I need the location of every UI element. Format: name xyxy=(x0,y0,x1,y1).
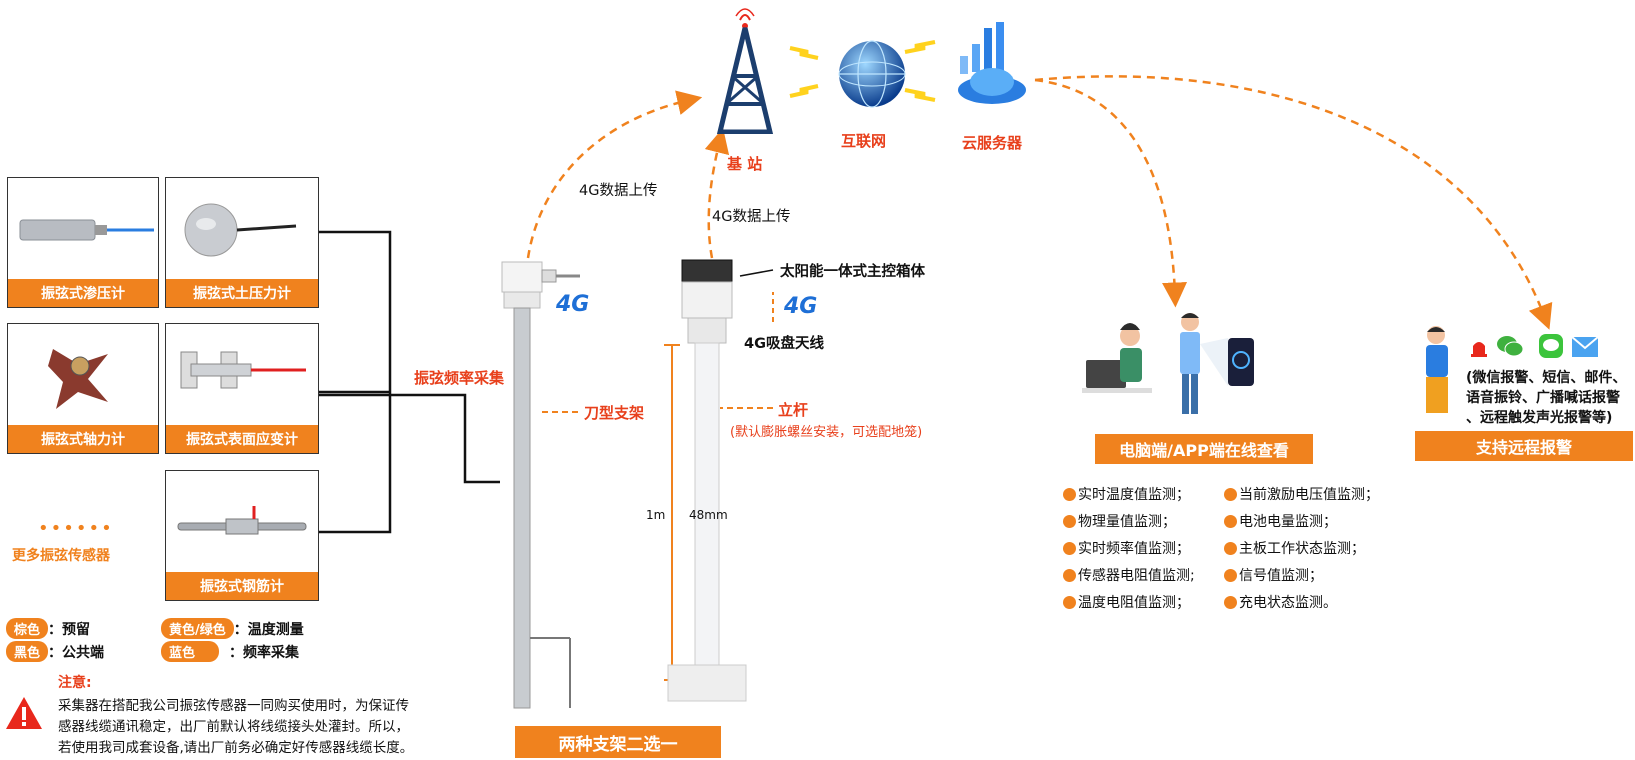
base-station-label: 基 站 xyxy=(727,155,763,173)
sensor-label: 振弦式表面应变计 xyxy=(166,425,318,453)
diameter-dimension: 48mm xyxy=(689,508,728,522)
sensor-label: 振弦式钢筋计 xyxy=(166,572,318,600)
bullet-icon xyxy=(1063,596,1076,609)
more-sensors-label: 更多振弦传感器 xyxy=(12,548,110,564)
strain-gauge-image xyxy=(166,324,318,425)
globe-icon xyxy=(838,40,906,108)
alarm-desc-line: 语音振铃、广播喊话报警 xyxy=(1466,390,1620,406)
bullet-icon xyxy=(1224,596,1237,609)
upload-label-left: 4G数据上传 xyxy=(579,183,658,199)
monitoring-item: 传感器电阻值监测; xyxy=(1063,565,1195,585)
email-icon xyxy=(1571,336,1599,357)
pole-device xyxy=(667,259,747,702)
earth-pressure-image xyxy=(166,178,318,279)
antenna-label: 4G吸盘天线 xyxy=(744,336,824,352)
person-phone-illustration xyxy=(1426,326,1448,413)
solar-box-label: 太阳能一体式主控箱体 xyxy=(780,264,925,280)
warning-icon xyxy=(6,697,42,729)
legend-item-blue: 蓝色：频率采集 xyxy=(161,641,299,662)
pole-label: 立杆 xyxy=(778,401,809,419)
base-station-tower-icon xyxy=(716,8,774,134)
vibration-collect-label: 振弦频率采集 xyxy=(414,369,505,387)
monitoring-item: 信号值监测； xyxy=(1224,565,1323,585)
sensor-label: 振弦式土压力计 xyxy=(166,279,318,307)
monitoring-item: 主板工作状态监测； xyxy=(1224,538,1365,558)
blade-bracket-label: 刀型支架 xyxy=(584,404,645,422)
sensor-card-strain-gauge: 振弦式表面应变计 xyxy=(165,323,319,454)
sensor-label: 振弦式轴力计 xyxy=(8,425,158,453)
remote-alarm-banner: 支持远程报警 xyxy=(1415,431,1633,461)
legend-item-black: 黑色：公共端 xyxy=(6,641,104,662)
notice-line: 若使用我司成套设备,请出厂前务必确定好传感器线缆长度。 xyxy=(58,740,414,756)
cloud-server-icon xyxy=(958,22,1026,104)
upload-label-right: 4G数据上传 xyxy=(712,209,791,225)
4g-logo: 4G xyxy=(556,292,590,317)
4g-logo: 4G xyxy=(784,294,818,319)
pole-note: (默认膨胀螺丝安装，可选配地笼) xyxy=(730,425,923,440)
wechat-icon xyxy=(1497,336,1524,357)
alarm-desc-line: (微信报警、短信、邮件、 xyxy=(1466,370,1627,386)
internet-label: 互联网 xyxy=(841,132,887,150)
monitoring-item: 实时频率值监测； xyxy=(1063,538,1190,558)
cloud-server-label: 云服务器 xyxy=(962,134,1023,152)
height-dimension: 1m xyxy=(646,508,666,522)
message-icon xyxy=(1539,334,1563,358)
monitoring-item: 实时温度值监测； xyxy=(1063,484,1190,504)
monitoring-item: 当前激励电压值监测； xyxy=(1224,484,1379,504)
sensor-label: 振弦式渗压计 xyxy=(8,279,158,307)
blade-bracket-device xyxy=(501,261,580,709)
notice-line: 感器线缆通讯稳定，出厂前默认将线缆接头处灌封。所以， xyxy=(58,719,409,735)
bullet-icon xyxy=(1224,515,1237,528)
sensor-card-earth-pressure: 振弦式土压力计 xyxy=(165,177,319,308)
legend-item-brown: 棕色：预留 xyxy=(6,618,90,639)
sensor-card-axial-force: 振弦式轴力计 xyxy=(7,323,159,454)
notice-line: 采集器在搭配我公司振弦传感器一同购买使用时，为保证传 xyxy=(58,698,409,714)
bullet-icon xyxy=(1224,569,1237,582)
monitoring-item: 电池电量监测； xyxy=(1224,511,1337,531)
monitoring-item: 物理量值监测； xyxy=(1063,511,1176,531)
users-devices-illustration xyxy=(1082,313,1254,414)
rebar-meter-image xyxy=(166,471,318,572)
sensor-card-rebar-meter: 振弦式钢筋计 xyxy=(165,470,319,601)
bullet-icon xyxy=(1063,488,1076,501)
bullet-icon xyxy=(1063,515,1076,528)
bullet-icon xyxy=(1224,488,1237,501)
bullet-icon xyxy=(1224,542,1237,555)
bullet-icon xyxy=(1063,542,1076,555)
axial-force-image xyxy=(8,324,158,425)
bullet-icon xyxy=(1063,569,1076,582)
monitoring-item: 充电状态监测。 xyxy=(1224,592,1337,612)
alarm-siren-icon xyxy=(1471,342,1487,357)
monitoring-item: 温度电阻值监测； xyxy=(1063,592,1190,612)
piezometer-image xyxy=(8,178,158,279)
online-view-banner: 电脑端/APP端在线查看 xyxy=(1095,434,1313,464)
sensor-card-piezometer: 振弦式渗压计 xyxy=(7,177,159,308)
alarm-desc-line: 、远程触发声光报警等) xyxy=(1466,410,1613,426)
notice-title: 注意: xyxy=(58,675,92,691)
choose-one-banner: 两种支架二选一 xyxy=(515,726,721,758)
legend-item-yellow-green: 黄色/绿色：温度测量 xyxy=(161,618,304,639)
more-dots: •••••• xyxy=(38,518,114,539)
